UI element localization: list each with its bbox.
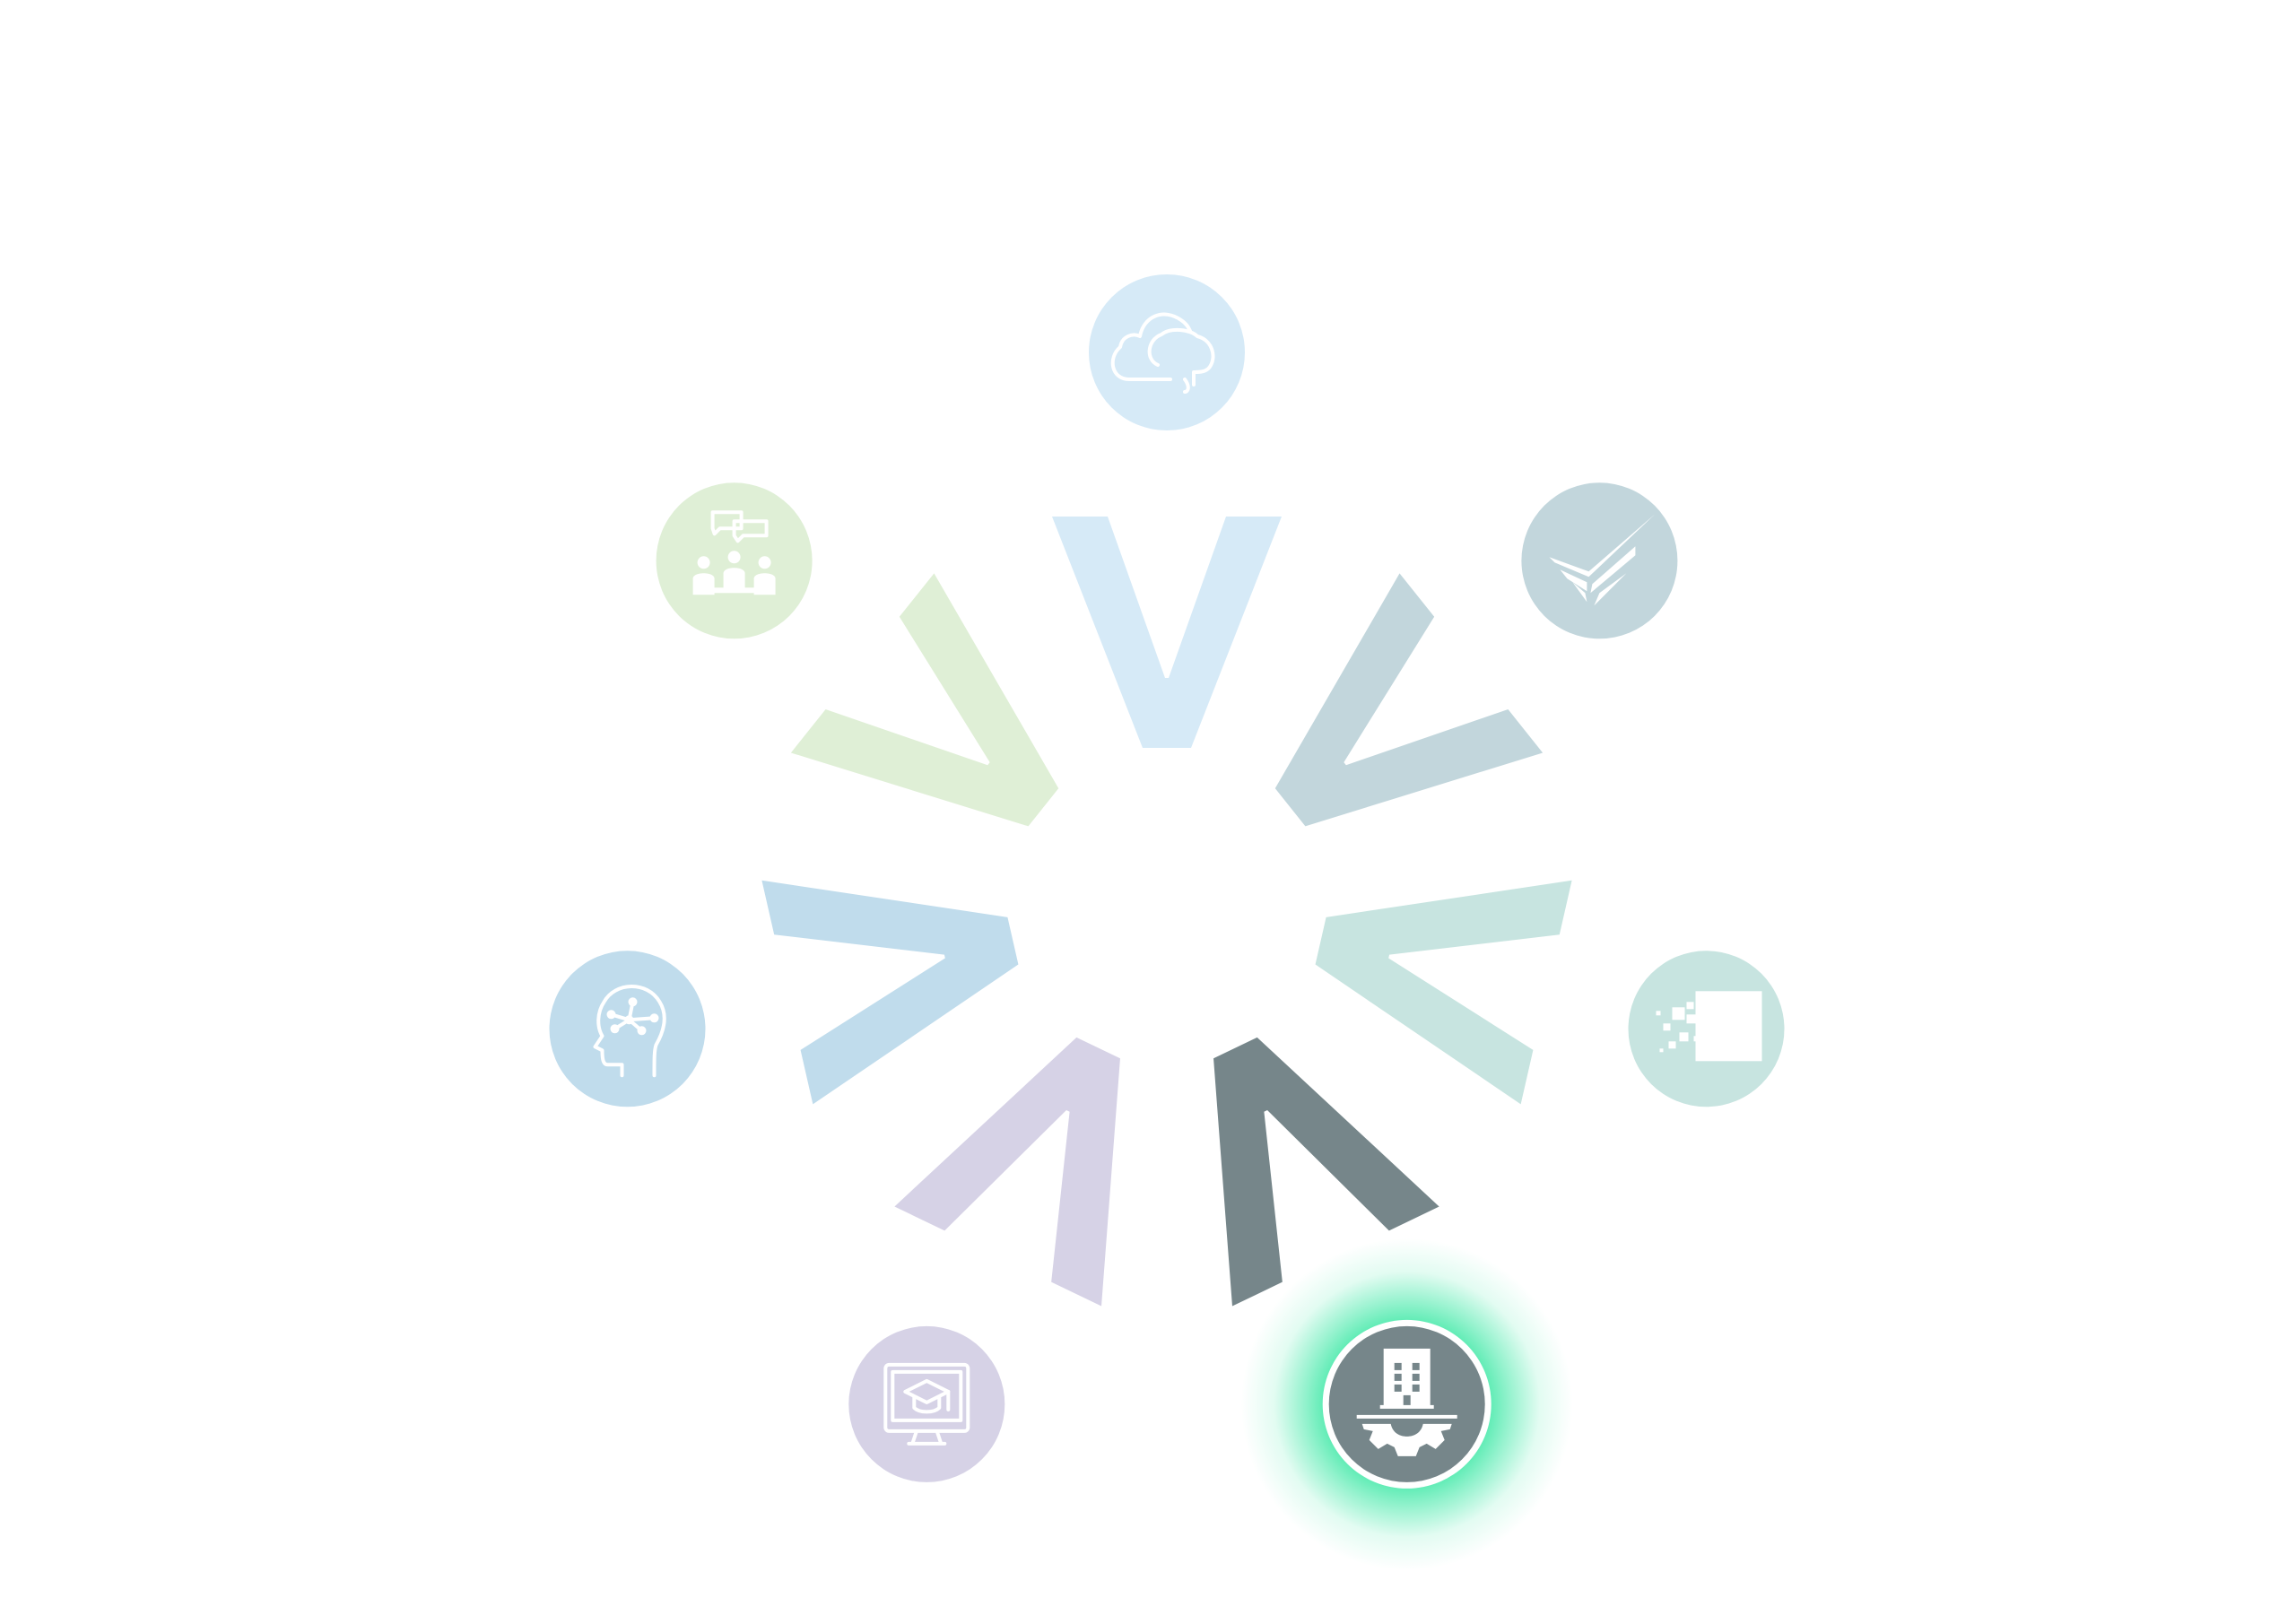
node-ring [549,274,1785,1570]
node-corporate-training[interactable] [1240,1238,1573,1570]
chevron-cloud-brain [1052,517,1282,748]
node-circle [549,951,706,1107]
pixel-square-icon [1656,991,1762,1062]
node-circle [1521,482,1678,639]
node-ai-mind[interactable] [549,951,706,1107]
checkmark-arrow-icon [1549,514,1656,606]
people-chat-icon [692,510,776,595]
chevron-ai-mind [761,880,1019,1105]
head-network-icon [593,985,666,1078]
node-cloud-brain[interactable] [1089,274,1245,430]
building-gear-icon [1356,1348,1457,1456]
node-pixel-square[interactable] [1628,951,1785,1107]
monitor-graduation-cap-icon [883,1362,970,1446]
node-online-education[interactable] [848,1325,1005,1482]
chevron-group-discussion [790,573,1059,827]
cloud-brain-icon [1110,312,1215,394]
chevron-ring [761,517,1572,1307]
node-circle [848,1325,1005,1482]
chevron-corporate-training [1213,1037,1439,1307]
chevron-pixel-square [1315,880,1572,1105]
chevron-checkmark-arrow [1274,573,1544,827]
chevron-online-education [894,1037,1120,1307]
node-checkmark-arrow[interactable] [1521,482,1678,639]
node-circle [1089,274,1245,430]
node-group-discussion[interactable] [656,482,813,639]
